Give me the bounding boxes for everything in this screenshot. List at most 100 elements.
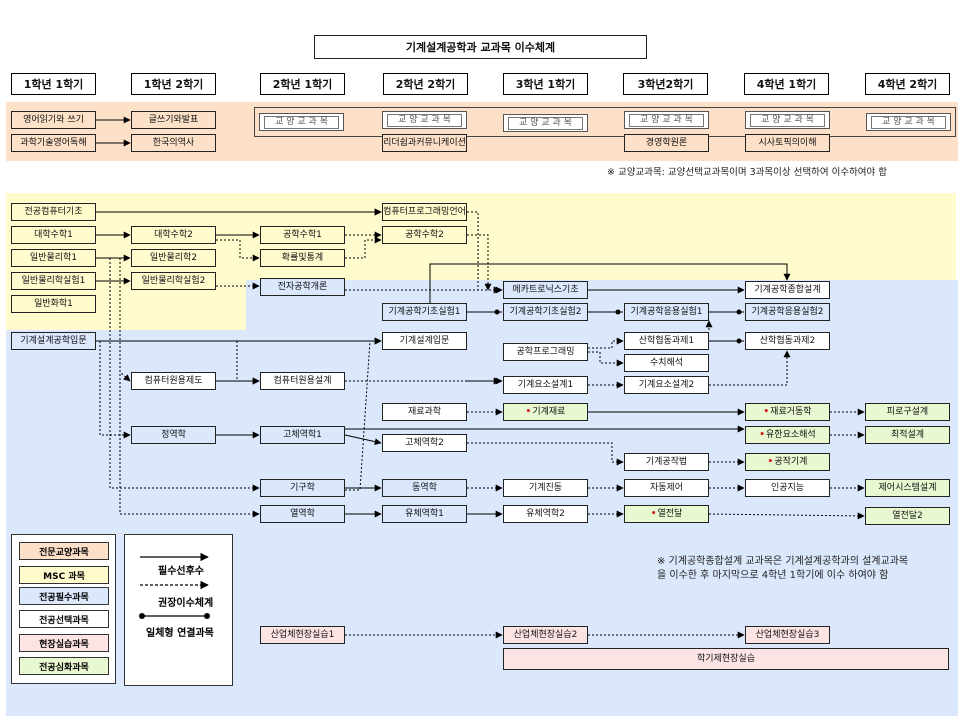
- arrow-dotted: [345, 337, 382, 491]
- general-course-slot: 교 양 교 과 목: [624, 111, 709, 129]
- course-chem1: 일반화학1: [11, 295, 96, 313]
- page-title: 기계설계공학과 교과목 이수체계: [314, 35, 647, 59]
- course-kor-hist: 한국의역사: [131, 134, 216, 152]
- arrow-dotted: [119, 258, 260, 518]
- arrow-solid: [429, 263, 791, 303]
- course-phys-lab2: 일반물리학실험2: [131, 272, 216, 290]
- integrated-dot: [736, 338, 742, 344]
- general-course-slot: 교 양 교 과 목: [866, 113, 951, 131]
- course-cad2: 컴퓨터원용설계: [260, 372, 345, 390]
- course-sci-eng: 과학기술영어독해: [11, 134, 96, 152]
- course-eng-math2: 공학수학2: [382, 226, 467, 244]
- course-kinematics: 기구학: [260, 479, 345, 497]
- integrated-dot: [494, 309, 500, 315]
- legend-basic: 전문교양과목: [19, 542, 109, 560]
- course-intro-mde: 기계설계공학입문: [11, 332, 96, 350]
- course-material: 재료과학: [382, 403, 467, 421]
- arrow-dotted: [99, 341, 131, 439]
- general-course-slot: 교 양 교 과 목: [503, 114, 588, 132]
- semester-header: 2학년 2학기: [383, 73, 468, 95]
- legend-practice: 현장실습과목: [19, 634, 109, 652]
- arrow-dotted: [467, 234, 492, 291]
- course-cs-basic: 전공컴퓨터기초: [11, 203, 96, 221]
- course-machine-tool: •공작기계: [745, 453, 830, 471]
- course-math2: 대학수학2: [131, 226, 216, 244]
- semester-header: 3학년 1학기: [503, 73, 588, 95]
- integrated-dot: [615, 309, 621, 315]
- course-statics: 정역학: [131, 426, 216, 444]
- course-writing: 글쓰기와발표: [131, 111, 216, 129]
- course-heat: •열전달: [624, 505, 709, 523]
- semester-header: 1학년 1학기: [11, 73, 96, 95]
- course-thermo: 열역학: [260, 505, 345, 523]
- course-field1: 산업체현장실습1: [260, 626, 345, 644]
- arrow-dotted: [236, 341, 260, 385]
- course-elem1: 기계요소설계1: [503, 376, 588, 394]
- course-mfg-lab1: 기계공학기초실험1: [382, 303, 467, 321]
- course-heat2: 열전달2: [865, 507, 950, 525]
- arrow-dotted: [588, 337, 624, 349]
- course-eng-read: 영어읽기와 쓰기: [11, 111, 96, 129]
- legend-lines-frame: [124, 534, 233, 686]
- course-dynamics: 동역학: [382, 479, 467, 497]
- course-mat-mech: •기계재료: [503, 403, 588, 421]
- legend-req: 전공필수과목: [19, 587, 109, 605]
- semester-header: 4학년 1학기: [744, 73, 829, 95]
- legend-elective: 전공선택과목: [19, 610, 109, 628]
- course-design-intro: 기계설계입문: [382, 332, 467, 350]
- course-fluid1: 유체역학1: [382, 505, 467, 523]
- course-phys-lab1: 일반물리학실험1: [11, 272, 96, 290]
- arrow-dotted: [709, 350, 791, 386]
- general-course-slot: 교 양 교 과 목: [259, 113, 344, 131]
- arrow-dotted: [467, 211, 503, 294]
- course-app-lab2: 기계공학응용실험2: [745, 303, 830, 321]
- arrow-dotted: [119, 350, 131, 382]
- semester-header: 4학년 2학기: [865, 73, 950, 95]
- course-mat-behav: •재료거동학: [745, 403, 830, 421]
- legend-dot: [139, 613, 145, 619]
- course-opt: 최적설계: [865, 426, 950, 444]
- legend-advanced: 전공심화과목: [19, 657, 109, 675]
- arrow-solid: [344, 434, 382, 446]
- course-elec: 전자공학개론: [260, 278, 345, 296]
- course-leader: 리더쉽과커뮤니케이션: [382, 134, 467, 152]
- capstone-note-line2: 을 이수한 후 마지막으로 4학년 1학기에 이수 하여야 함: [657, 570, 889, 581]
- major-zone: [246, 280, 958, 330]
- course-mgmt: 경영학원론: [624, 134, 709, 152]
- course-capstone: 기계공학종합설계: [745, 281, 830, 299]
- general-course-slot: 교 양 교 과 목: [745, 111, 830, 129]
- course-mfg-lab2: 기계공학기초실험2: [503, 303, 588, 321]
- course-fatigue: 피로구설계: [865, 403, 950, 421]
- course-ctrl-design: 제어시스템설계: [865, 479, 950, 497]
- semester-header: 3학년2학기: [623, 73, 708, 95]
- course-solid2: 고체역학2: [382, 434, 467, 452]
- legend-msc: MSC 과목: [19, 566, 109, 584]
- legend-recommended-label: 권장이수체계: [158, 598, 214, 609]
- arrow-dotted: [467, 442, 624, 466]
- legend-dot: [204, 613, 210, 619]
- course-phys1: 일반물리학1: [11, 249, 96, 267]
- capstone-note-line1: ※ 기계공학종합설계 교과목은 기계설계공학과의 설계교과목: [657, 556, 909, 567]
- course-comp-lang: 컴퓨터프로그래밍언어: [382, 203, 467, 221]
- general-frame: [254, 107, 956, 137]
- arrow-dotted: [708, 512, 865, 520]
- course-field-sem: 학기제현장실습: [503, 648, 949, 670]
- semester-header: 2학년 1학기: [260, 73, 345, 95]
- course-field2: 산업체현장실습2: [503, 626, 588, 644]
- course-current: 시사토픽의이해: [745, 134, 830, 152]
- course-field3: 산업체현장실습3: [745, 626, 830, 644]
- legend-integrated-label: 일체형 연결과목: [146, 628, 214, 639]
- general-note: ※ 교양교과목: 교양선택교과목이며 3과목이상 선택하여 이수하여야 함: [607, 167, 888, 178]
- legend-required-label: 필수선후수: [158, 566, 204, 577]
- course-control: 자동제어: [624, 479, 709, 497]
- arrow-dotted: [109, 258, 260, 492]
- course-prob: 확률및통계: [260, 249, 345, 267]
- course-cad: 컴퓨터원용제도: [131, 372, 216, 390]
- course-numeric: 수치해석: [624, 354, 709, 372]
- course-app-lab1: 기계공학응용실험1: [624, 303, 709, 321]
- course-ind-proj2: 산학협동과제2: [745, 332, 830, 350]
- course-fem: •유한요소해석: [745, 426, 830, 444]
- integrated-dot: [736, 309, 742, 315]
- course-eng-prog: 공학프로그래밍: [503, 343, 588, 361]
